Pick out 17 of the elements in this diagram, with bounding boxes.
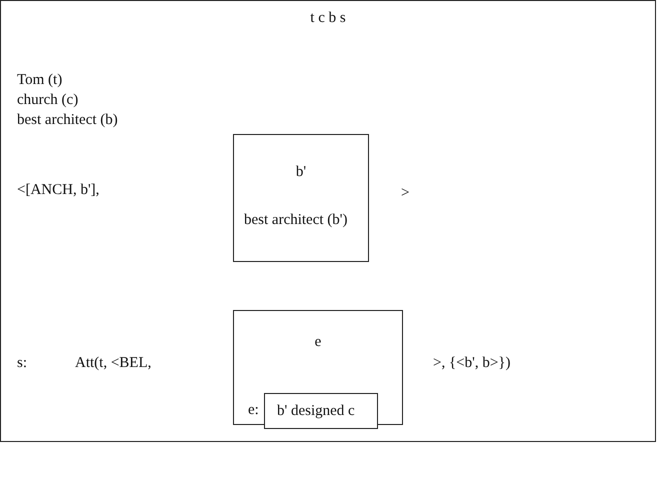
condition-text: e: — [248, 401, 259, 419]
condition-text: s: — [17, 354, 28, 372]
drs-box — [264, 393, 378, 429]
drs-box — [233, 134, 369, 262]
condition-text: Tom (t) — [17, 71, 62, 89]
condition-text: > — [401, 184, 410, 202]
condition-text: best architect (b) — [17, 111, 118, 129]
condition-text: best architect (b') — [244, 211, 348, 229]
condition-text: >, {<b', b>}) — [433, 354, 510, 372]
condition-text: t c b s — [310, 9, 346, 27]
drs-box — [0, 0, 656, 442]
condition-text: b' designed c — [277, 402, 355, 420]
condition-text: e — [314, 333, 322, 351]
condition-text: Att(t, <BEL, — [75, 354, 152, 372]
condition-text: <[ANCH, b'], — [17, 181, 100, 199]
condition-text: b' — [296, 163, 306, 181]
condition-text: church (c) — [17, 91, 78, 109]
